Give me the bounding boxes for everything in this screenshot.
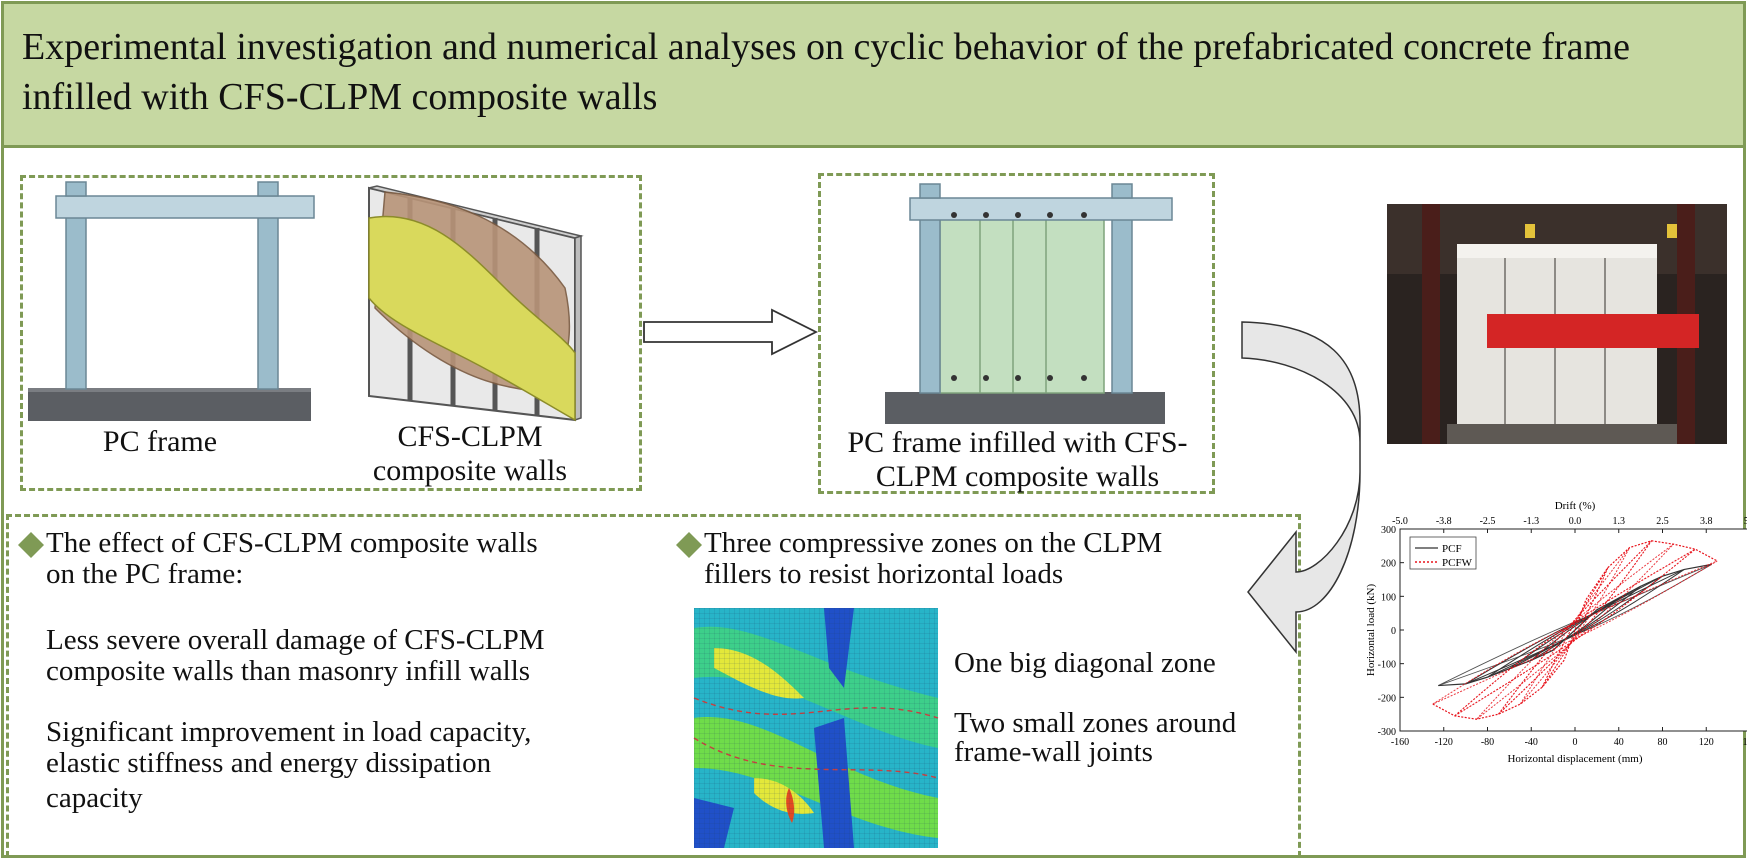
x2-tick-label: 1.3 [1613, 516, 1626, 527]
y-tick-label: -200 [1378, 693, 1396, 704]
assembled-group [818, 173, 1215, 494]
x-tick-label: -120 [1435, 737, 1453, 748]
x2-tick-label: 0.0 [1569, 516, 1582, 527]
y-tick-label: 0 [1391, 626, 1396, 637]
y-tick-label: -100 [1378, 660, 1396, 671]
infilled-frame-drawing [885, 183, 1173, 424]
hysteresis-loop-pcfw [1432, 560, 1718, 705]
envelope-pcfw [1432, 540, 1718, 720]
zone2-label-line1: Two small zones around [954, 707, 1237, 739]
x2-tick-label: 3.8 [1700, 516, 1713, 527]
figure-title: Experimental investigation and numerical… [22, 26, 1630, 118]
zones-heading-line1: Three compressive zones on the CLPM [704, 527, 1163, 559]
infilled-label-line2: CLPM composite walls [875, 460, 1160, 493]
effects-heading-line1: The effect of CFS-CLPM composite walls [46, 527, 538, 559]
x2-tick-label: 5.0 [1744, 516, 1747, 527]
zones-bullet-icon [676, 532, 702, 558]
results-group [6, 514, 1301, 857]
x-tick-label: 80 [1658, 737, 1668, 748]
x2-tick-label: -2.5 [1480, 516, 1496, 527]
cfs-clpm-wall-drawing [368, 185, 584, 422]
legend: PCF PCFW [1409, 536, 1477, 570]
effects-bullet-icon [18, 532, 44, 558]
x2-tick-label: 2.5 [1656, 516, 1669, 527]
x2-tick-label: -1.3 [1523, 516, 1539, 527]
hysteresis-loop-pcfw [1541, 567, 1609, 688]
effects-point2-line2: elastic stiffness and energy dissipation [46, 747, 492, 779]
effects-point2-line1: Significant improvement in load capacity… [46, 716, 532, 748]
effects-heading-line2: on the PC frame: [46, 558, 244, 590]
effects-point1-line1: Less severe overall damage of CFS-CLPM [46, 624, 545, 656]
title-bar [4, 4, 1743, 148]
hysteresis-loop-pcf [1438, 563, 1712, 686]
cfs-clpm-label-line1: CFS-CLPM [397, 420, 543, 453]
infilled-label-line1: PC frame infilled with CFS- [847, 426, 1188, 459]
envelope-pcf [1438, 563, 1712, 687]
curved-arrow-icon [1241, 321, 1361, 655]
effects-point1-line2: composite walls than masonry infill wall… [46, 655, 531, 687]
x-tick-label: 0 [1573, 737, 1578, 748]
hysteresis-loop-pcfw [1454, 548, 1696, 717]
pc-frame-label: PC frame [102, 425, 218, 458]
x-tick-label: 40 [1614, 737, 1624, 748]
assembly-arrow-icon [643, 308, 819, 356]
components-group [20, 175, 642, 491]
cfs-clpm-label-line2: composite walls [372, 454, 568, 487]
y-tick-label: 100 [1381, 592, 1396, 603]
x-tick-label: -40 [1525, 737, 1538, 748]
zone1-label: One big diagonal zone [954, 647, 1216, 679]
y-tick-label: 200 [1381, 559, 1396, 570]
x-tick-label: 120 [1699, 737, 1714, 748]
x-tick-label: 160 [1743, 737, 1747, 748]
test-photo [1387, 204, 1727, 444]
x2-tick-label: -5.0 [1392, 516, 1408, 527]
hysteresis-chart: Drift (%) -300 -200 -100 0 100 200 300 -160 -12… [1365, 500, 1747, 765]
y-axis-label: Horizontal load (kN) [1365, 584, 1377, 677]
x-tick-label: -80 [1481, 737, 1494, 748]
zones-heading-line2: fillers to resist horizontal loads [704, 558, 1064, 590]
x2-tick-label: -3.8 [1436, 516, 1452, 527]
x2-axis-label: Drift (%) [1555, 500, 1596, 512]
legend-pcfw: PCFW [1442, 557, 1473, 569]
legend-pcf: PCF [1442, 543, 1462, 555]
y-tick-label: 300 [1381, 525, 1396, 536]
pc-frame-drawing [28, 181, 315, 421]
y-tick-label: -300 [1378, 727, 1396, 738]
x-axis-label: Horizontal displacement (mm) [1507, 753, 1642, 765]
fe-contour-plot [693, 608, 939, 848]
zone2-label-line2: frame-wall joints [954, 736, 1153, 768]
effects-point2-line3: capacity [46, 782, 143, 814]
x-tick-label: -160 [1391, 737, 1409, 748]
